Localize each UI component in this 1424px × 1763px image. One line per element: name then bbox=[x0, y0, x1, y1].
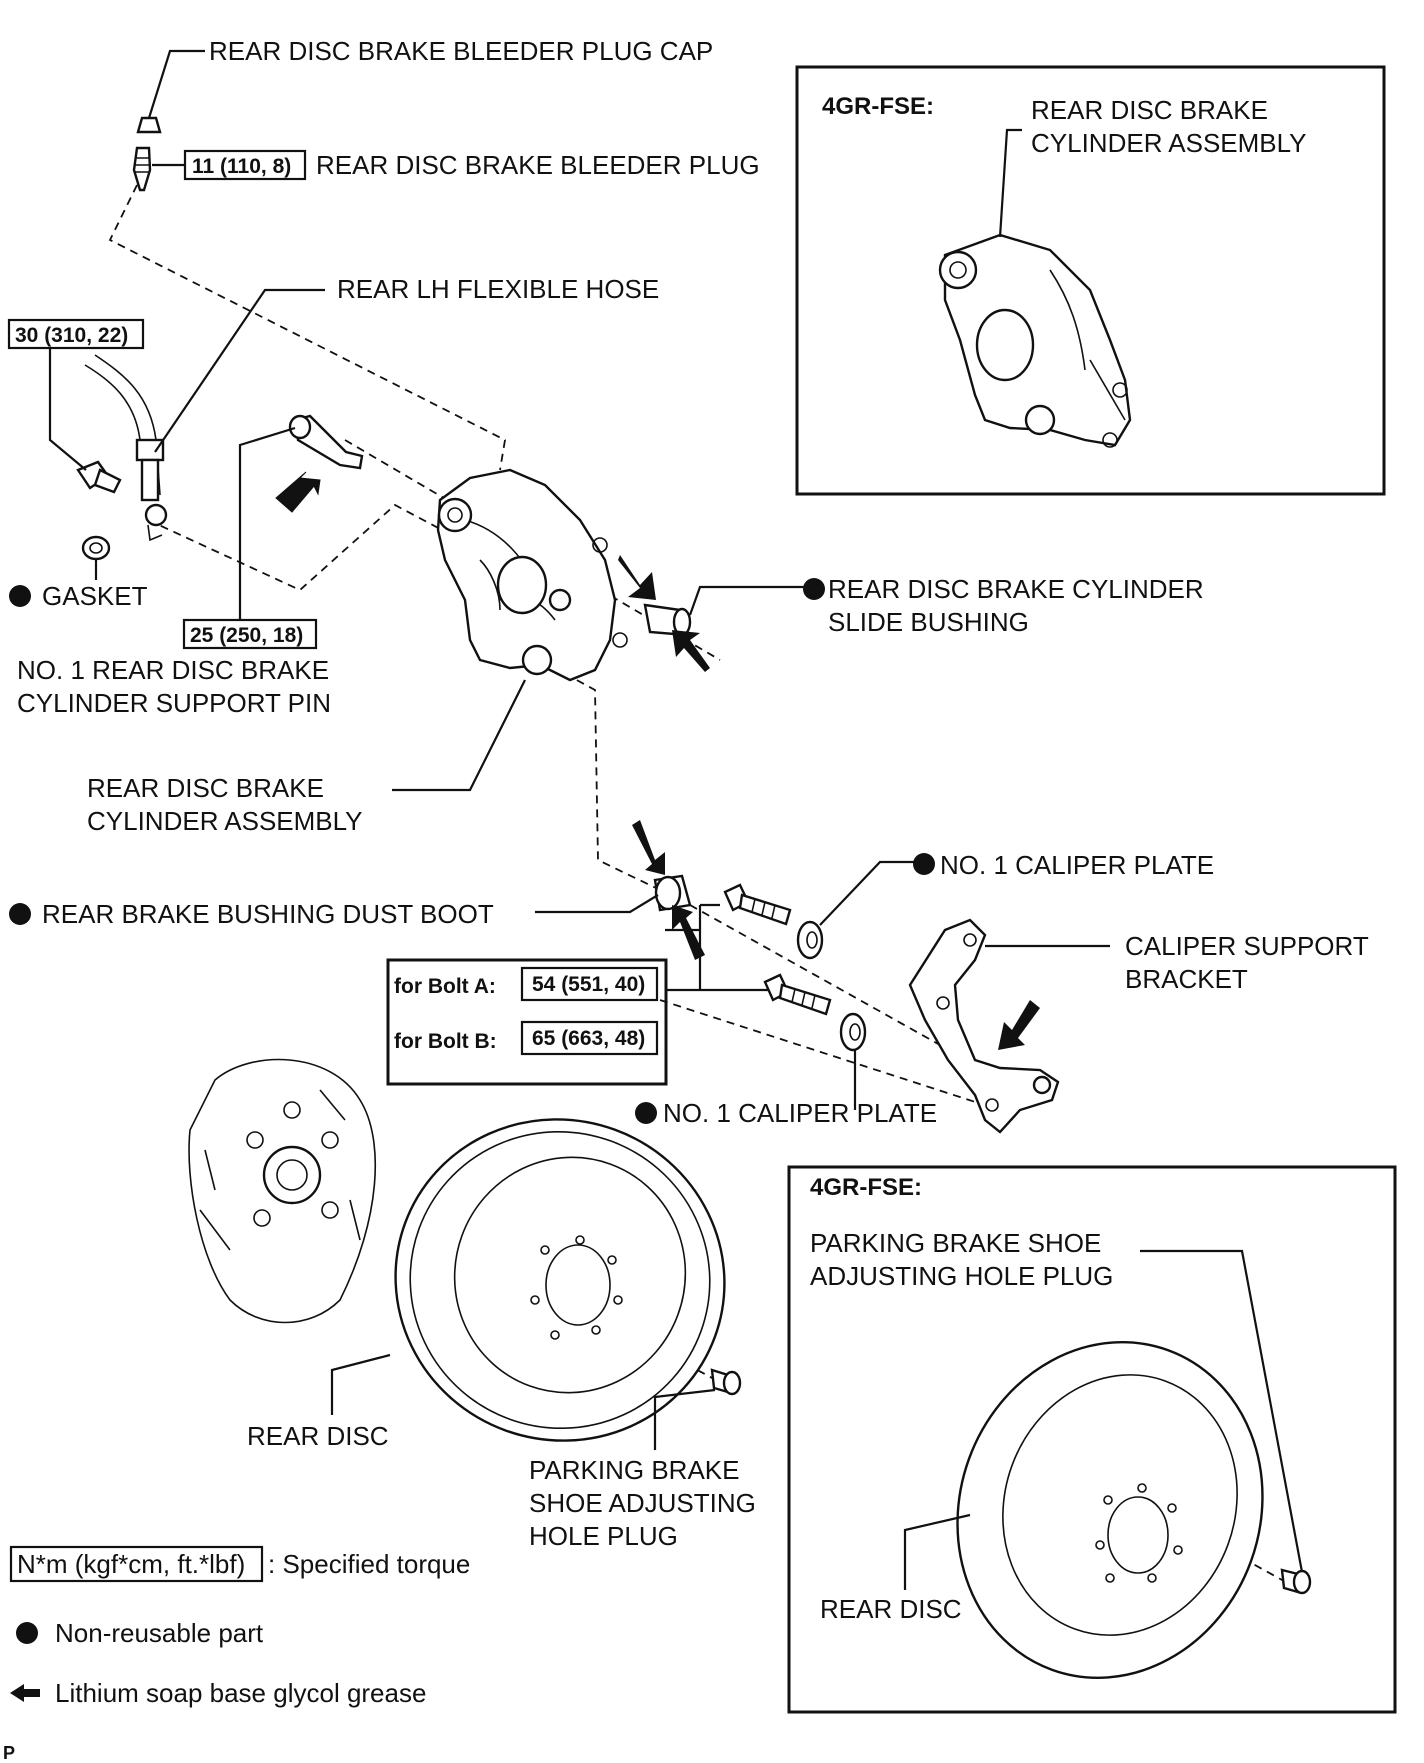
slide-bushing bbox=[643, 603, 692, 637]
leader-dust-boot bbox=[535, 894, 659, 914]
leader-caliper-plate-top bbox=[819, 860, 918, 926]
torque-bleeder-plug: 11 (110, 8) bbox=[183, 149, 307, 181]
legend-grease-arrow-icon bbox=[10, 1684, 40, 1702]
label-slide-bushing-line1: REAR DISC BRAKE CYLINDER bbox=[828, 574, 1204, 604]
legend-torque-text: : Specified torque bbox=[268, 1549, 470, 1579]
label-bleeder-plug: REAR DISC BRAKE BLEEDER PLUG bbox=[316, 150, 760, 180]
non-reusable-bullet-gasket bbox=[9, 585, 31, 607]
gasket bbox=[81, 535, 111, 561]
inset-bottom-label-line1: PARKING BRAKE SHOE bbox=[810, 1228, 1101, 1258]
label-caliper-assy-line1: REAR DISC BRAKE bbox=[87, 773, 324, 803]
label-support-pin-line1: NO. 1 REAR DISC BRAKE bbox=[17, 655, 329, 685]
legend-torque-unit: N*m (kgf*cm, ft.*lbf) bbox=[17, 1549, 245, 1579]
torque-hose-bolt: 30 (310, 22) bbox=[7, 318, 145, 350]
inset-top-label-line1: REAR DISC BRAKE bbox=[1031, 95, 1268, 125]
bleeder-plug-cap bbox=[136, 116, 162, 134]
grease-arrow-bracket bbox=[998, 1000, 1040, 1050]
label-dust-boot: REAR BRAKE BUSHING DUST BOOT bbox=[42, 899, 494, 929]
leader-rear-disc bbox=[330, 1353, 391, 1415]
svg-text:for Bolt B:: for Bolt B: bbox=[394, 1030, 497, 1053]
svg-text:11 (110, 8): 11 (110, 8) bbox=[192, 155, 291, 178]
label-rear-disc: REAR DISC bbox=[247, 1421, 389, 1451]
leader-slide-bushing bbox=[688, 585, 808, 616]
label-caliper-assy-line2: CYLINDER ASSEMBLY bbox=[87, 806, 363, 836]
flexible-hose bbox=[84, 354, 168, 542]
torque-support-pin: 25 (250, 18) bbox=[182, 618, 318, 650]
inset-top-caliper bbox=[938, 233, 1132, 448]
bolt-b bbox=[763, 973, 832, 1016]
rear-disc bbox=[394, 1118, 726, 1442]
label-support-pin-line2: CYLINDER SUPPORT PIN bbox=[17, 688, 331, 718]
leader-flex-hose bbox=[154, 288, 325, 453]
inset-bottom-label-line2: ADJUSTING HOLE PLUG bbox=[810, 1261, 1113, 1291]
caliper-main bbox=[436, 468, 628, 682]
leader-hole-plug bbox=[653, 1388, 716, 1450]
leader-hose-bolt bbox=[48, 347, 87, 471]
caliper-plate-bottom bbox=[839, 1012, 867, 1052]
leader-inset-hole-plug bbox=[1140, 1249, 1304, 1573]
bolt-torque-table: for Bolt A: 54 (551, 40) for Bolt B: 65 … bbox=[386, 958, 668, 1086]
bolt-a bbox=[723, 883, 792, 926]
grease-arrow-bushing-2 bbox=[672, 630, 710, 672]
hose-union-bolt bbox=[76, 460, 122, 494]
legend-non-reusable-text: Non-reusable part bbox=[55, 1618, 264, 1648]
leader-inset-rear-disc bbox=[903, 1513, 971, 1590]
inset-top-frame bbox=[795, 65, 1386, 496]
inset-top-label-line2: CYLINDER ASSEMBLY bbox=[1031, 128, 1307, 158]
label-flex-hose: REAR LH FLEXIBLE HOSE bbox=[337, 274, 659, 304]
label-support-bracket-line2: BRACKET bbox=[1125, 964, 1248, 994]
hub-backing-plate bbox=[188, 1058, 377, 1324]
grease-arrow-boot-2 bbox=[672, 905, 705, 960]
non-reusable-bullet-plate-bottom bbox=[635, 1102, 657, 1124]
legend: N*m (kgf*cm, ft.*lbf) : Specified torque… bbox=[3, 1545, 470, 1763]
inset-bottom-title: 4GR-FSE: bbox=[810, 1174, 922, 1201]
leader-support-pin bbox=[238, 426, 296, 619]
svg-text:25 (250, 18): 25 (250, 18) bbox=[190, 624, 303, 647]
leader-bleeder-cap bbox=[147, 49, 205, 119]
svg-text:65 (663, 48): 65 (663, 48) bbox=[532, 1027, 645, 1050]
grease-arrow-pin bbox=[275, 471, 321, 513]
bleeder-plug bbox=[132, 146, 152, 192]
leader-inset-top bbox=[998, 128, 1022, 238]
inset-bottom-rear-disc-label: REAR DISC bbox=[820, 1594, 962, 1624]
corner-mark: P bbox=[3, 1743, 15, 1763]
svg-text:for Bolt A:: for Bolt A: bbox=[394, 975, 496, 998]
inset-bottom-disc bbox=[956, 1341, 1264, 1679]
label-gasket: GASKET bbox=[42, 581, 148, 611]
caliper-support-bracket bbox=[908, 918, 1060, 1134]
svg-text:30 (310, 22): 30 (310, 22) bbox=[15, 324, 128, 347]
legend-grease-text: Lithium soap base glycol grease bbox=[55, 1678, 426, 1708]
inset-bottom-frame bbox=[787, 1165, 1397, 1714]
leader-bolts bbox=[665, 903, 768, 992]
legend-non-reusable-bullet bbox=[16, 1622, 38, 1644]
label-hole-plug-line2: SHOE ADJUSTING bbox=[529, 1488, 756, 1518]
label-support-bracket-line1: CALIPER SUPPORT bbox=[1125, 931, 1369, 961]
svg-text:54 (551, 40): 54 (551, 40) bbox=[532, 973, 645, 996]
inset-top-title: 4GR-FSE: bbox=[822, 93, 934, 120]
non-reusable-bullet-slide-bushing bbox=[803, 578, 825, 600]
support-pin bbox=[288, 414, 364, 470]
label-caliper-plate-bottom: NO. 1 CALIPER PLATE bbox=[663, 1098, 937, 1128]
hole-plug bbox=[710, 1368, 742, 1396]
non-reusable-bullet-dust-boot bbox=[9, 903, 31, 925]
label-caliper-plate-top: NO. 1 CALIPER PLATE bbox=[940, 850, 1214, 880]
inset-bottom-hole-plug bbox=[1280, 1568, 1312, 1595]
legend-torque-box bbox=[9, 1545, 264, 1583]
non-reusable-bullet-plate-top bbox=[913, 853, 935, 875]
caliper-plate-top bbox=[796, 920, 824, 960]
label-bleeder-cap: REAR DISC BRAKE BLEEDER PLUG CAP bbox=[209, 36, 713, 66]
leader-caliper-assy bbox=[392, 679, 526, 792]
label-slide-bushing-line2: SLIDE BUSHING bbox=[828, 607, 1029, 637]
label-hole-plug-line3: HOLE PLUG bbox=[529, 1521, 678, 1551]
grease-arrow-bushing-1 bbox=[618, 555, 656, 600]
label-hole-plug-line1: PARKING BRAKE bbox=[529, 1455, 739, 1485]
grease-arrow-boot-1 bbox=[632, 820, 665, 875]
bushing-dust-boot bbox=[653, 874, 692, 912]
